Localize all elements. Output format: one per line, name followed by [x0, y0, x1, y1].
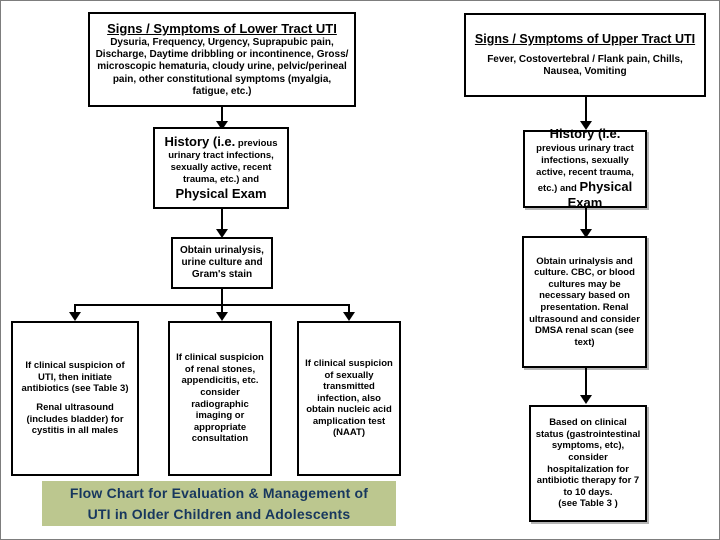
caption-line-2: UTI in Older Children and Adolescents	[87, 505, 351, 522]
left-outcome-box-2: If clinical suspicion of renal stones, a…	[168, 321, 272, 476]
left-outcome-box-3: If clinical suspicion of sexually transm…	[297, 321, 401, 476]
left-arrow-1	[216, 121, 228, 130]
left-branch-drop-3	[348, 304, 350, 318]
left-history-middle: previous urinary tract infections, sexua…	[168, 137, 278, 186]
left-workup-box: Obtain urinalysis, urine culture and Gra…	[171, 237, 273, 289]
left-outcome-box-1: If clinical suspicion of UTI, then initi…	[11, 321, 139, 476]
right-management-note: (see Table 3 )	[558, 498, 618, 510]
right-connector-1	[585, 97, 587, 127]
right-history-box: History (i.e. previous urinary tract inf…	[523, 126, 647, 211]
left-branch-drop-2	[221, 304, 223, 318]
right-arrow-2	[580, 229, 592, 238]
right-symptoms-spacer	[470, 47, 700, 54]
right-history-emphasis: Physical Exam	[567, 179, 633, 211]
right-symptoms-body: Fever, Costovertebral / Flank pain, Chil…	[487, 53, 683, 78]
left-arrow-3c	[343, 312, 355, 321]
caption-line-1: Flow Chart for Evaluation & Management o…	[69, 485, 369, 502]
right-arrow-1	[580, 121, 592, 130]
right-history-middle: previous urinary tract infections, sexua…	[536, 142, 634, 195]
left-branch-bar	[74, 304, 349, 306]
left-connector-2	[221, 209, 223, 236]
left-symptoms-body: Dysuria, Frequency, Urgency, Suprapubic …	[95, 36, 349, 97]
left-connector-1	[221, 107, 223, 127]
right-management-text: Based on clinical status (gastrointestin…	[535, 417, 641, 498]
left-outcome-1-spacer	[17, 395, 133, 402]
right-history-lead: History (i.e.	[549, 126, 621, 142]
right-symptoms-title: Signs / Symptoms of Upper Tract UTI	[474, 31, 696, 46]
right-workup-box: Obtain urinalysis and culture. CBC, or b…	[522, 236, 647, 368]
left-outcome-1-para2: Renal ultrasound (includes bladder) for …	[26, 402, 124, 437]
left-symptoms-title: Signs / Symptoms of Lower Tract UTI	[107, 21, 337, 37]
chart-caption-banner: Flow Chart for Evaluation & Management o…	[42, 481, 396, 526]
left-symptoms-box: Signs / Symptoms of Lower Tract UTI Dysu…	[88, 12, 356, 107]
left-arrow-3a	[69, 312, 81, 321]
right-symptoms-box: Signs / Symptoms of Upper Tract UTI Feve…	[464, 13, 706, 97]
left-arrow-2	[216, 229, 228, 238]
left-outcome-3-para1: If clinical suspicion of sexually transm…	[305, 357, 393, 439]
left-arrow-3b	[216, 312, 228, 321]
left-outcome-2-para1: If clinical suspicion of renal stones, a…	[176, 352, 264, 445]
left-connector-3	[221, 289, 223, 305]
right-workup-text: Obtain urinalysis and culture. CBC, or b…	[529, 255, 640, 348]
right-arrow-3	[580, 395, 592, 404]
left-branch-drop-1	[74, 304, 76, 318]
right-management-box: Based on clinical status (gastrointestin…	[529, 405, 647, 522]
left-workup-text: Obtain urinalysis, urine culture and Gra…	[180, 244, 264, 281]
left-history-lead: History (i.e.	[164, 133, 236, 149]
left-history-emphasis: Physical Exam	[175, 186, 267, 202]
right-connector-2	[585, 208, 587, 236]
left-outcome-1-para1: If clinical suspicion of UTI, then initi…	[21, 360, 129, 395]
right-connector-3	[585, 368, 587, 402]
left-history-box: History (i.e. previous urinary tract inf…	[153, 127, 289, 209]
